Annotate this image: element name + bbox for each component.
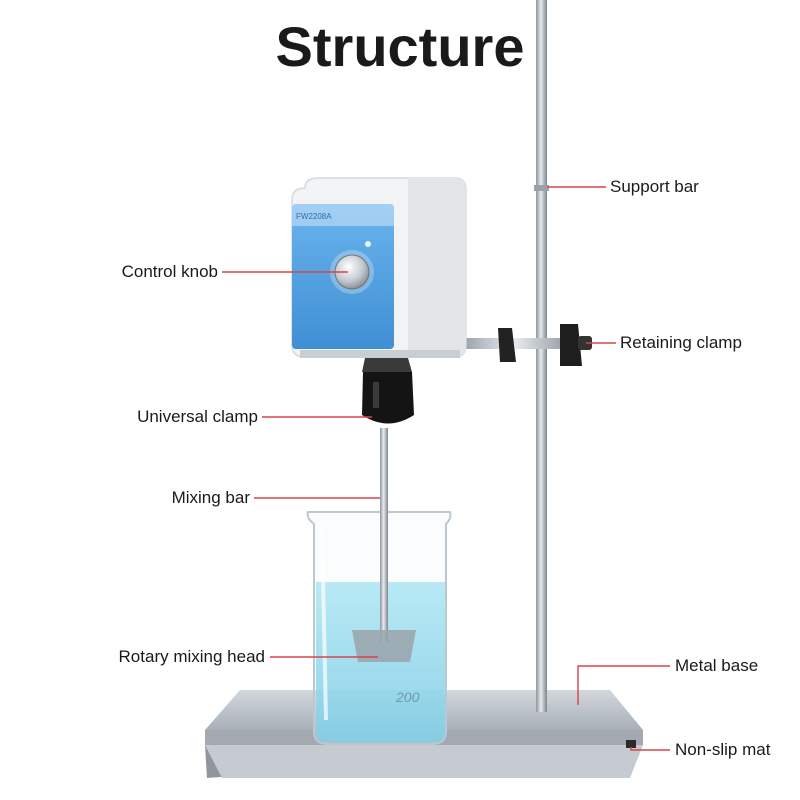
label-universal-clamp: Universal clamp (137, 407, 258, 426)
rotary-mixing-head (352, 630, 416, 662)
label-metal-base: Metal base (675, 656, 759, 675)
leader-lines (222, 186, 670, 751)
label-mixing-bar: Mixing bar (171, 488, 250, 507)
label-rotary-mixing-head: Rotary mixing head (118, 647, 265, 666)
model-label: FW2208A (296, 212, 332, 221)
volume-mark: 200 (395, 689, 420, 705)
universal-clamp (362, 358, 414, 424)
non-slip-mat (626, 740, 636, 748)
label-support-bar: Support bar (610, 177, 699, 196)
motor-housing: FW2208A (291, 177, 467, 358)
mixing-bar (380, 428, 388, 642)
label-retaining-clamp: Retaining clamp (620, 333, 742, 352)
retaining-clamp (455, 324, 592, 366)
label-non-slip-mat: Non-slip mat (675, 740, 771, 759)
beaker: 200 (306, 511, 452, 745)
label-control-knob: Control knob (121, 262, 218, 281)
page-title: Structure (275, 15, 525, 78)
support-bar (536, 0, 547, 712)
